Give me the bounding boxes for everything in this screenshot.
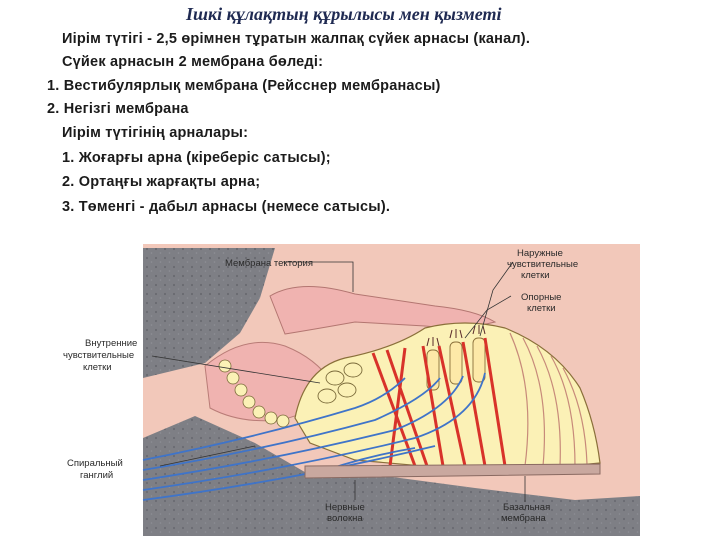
label-tectorial-membrane: Мембрана тектория [225,258,313,269]
page-title: Ішкі құлақтың құрылысы мен қызметі [186,4,502,24]
pillar-cells [371,337,507,467]
label-spiral-ganglion-1: Спиральный [67,458,123,469]
label-basilar-membrane-1: Базальная [503,502,550,513]
label-outer-hair-cells-1: Наружные [517,248,563,259]
inner-hair-cells [317,362,363,404]
label-outer-hair-cells-2: чувствительные [507,259,578,270]
label-spiral-ganglion-2: ганглий [80,470,113,481]
label-basilar-membrane-2: мембрана [501,513,546,524]
text-line-7: 2. Ортаңғы жарғақты арна; [62,174,261,190]
stereocilia [426,325,486,347]
label-outer-hair-cells-3: клетки [521,270,550,281]
label-nerve-fibers-2: волокна [327,513,363,524]
basilar-membrane [304,463,601,479]
label-inner-hair-cells-3: клетки [83,362,112,373]
label-support-cells-1: Опорные [521,292,561,303]
text-line-5: Иірім түтігінің арналары: [62,125,249,141]
label-inner-hair-cells-1: Внутренние [85,338,137,349]
nerve-fibers [142,372,486,501]
text-line-1: Иірім түтігі - 2,5 өрімнен тұратын жалпа… [62,31,531,47]
text-line-8: 3. Төменгі - дабыл арнасы (немесе сатысы… [62,199,391,215]
text-line-2: Сүйек арнасын 2 мембрана бөледі: [62,54,324,70]
organ-of-corti-diagram: Мембрана тектория Наружные чувствительны… [55,238,645,540]
support-cells [509,332,588,467]
text-line-3: 1. Вестибулярлық мембрана (Рейсснер мемб… [47,78,441,94]
label-support-cells-2: клетки [527,303,556,314]
text-line-4: 2. Негізгі мембрана [47,101,189,117]
label-nerve-fibers-1: Нервные [325,502,365,513]
tectorial-membrane [269,286,497,335]
inner-sulcus-cells [218,359,290,428]
text-line-6: 1. Жоғарғы арна (кіреберіс сатысы); [62,150,331,166]
organ-of-corti [294,322,601,471]
label-inner-hair-cells-2: чувствительные [63,350,134,361]
